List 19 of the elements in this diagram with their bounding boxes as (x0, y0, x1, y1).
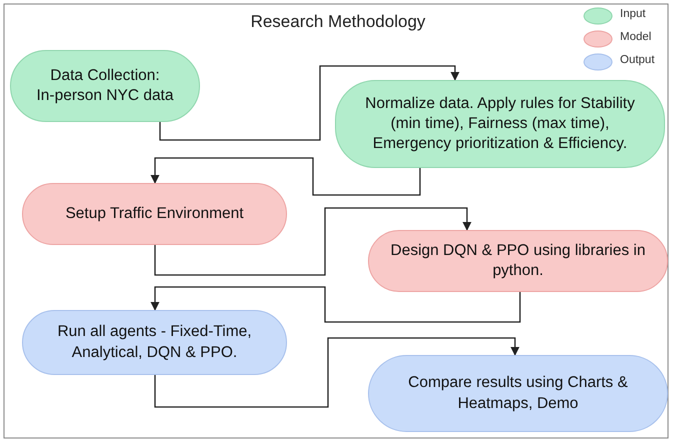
node-text: Setup Traffic Environment (65, 204, 244, 224)
node-text: Run all agents - Fixed-Time, Analytical, DQN & PPO. (56, 322, 253, 362)
title: Research Methodology (250, 12, 426, 31)
arrow (150, 286, 521, 323)
arrow (154, 337, 520, 408)
node-text: Compare results using Charts & Heatmaps, Demo (407, 373, 629, 414)
node-text: In-person NYC data (36, 86, 174, 106)
arrow (150, 157, 421, 196)
node-text: Design DQN & PPO using libraries in python. (390, 240, 646, 281)
process-box (335, 80, 665, 168)
node-text: Normalize data. Apply rules for Stability (min time), Fairness (max time), Emergency prioritization & Efficiency. (364, 94, 636, 154)
legend-text: Model (620, 31, 652, 43)
legend-text: Output (620, 54, 655, 66)
arrow (159, 65, 460, 141)
process-box (368, 355, 668, 432)
node-text: Data Collection: (50, 66, 160, 86)
arrow (154, 207, 472, 276)
legend-text: Input (620, 8, 646, 20)
process-box (368, 230, 668, 292)
